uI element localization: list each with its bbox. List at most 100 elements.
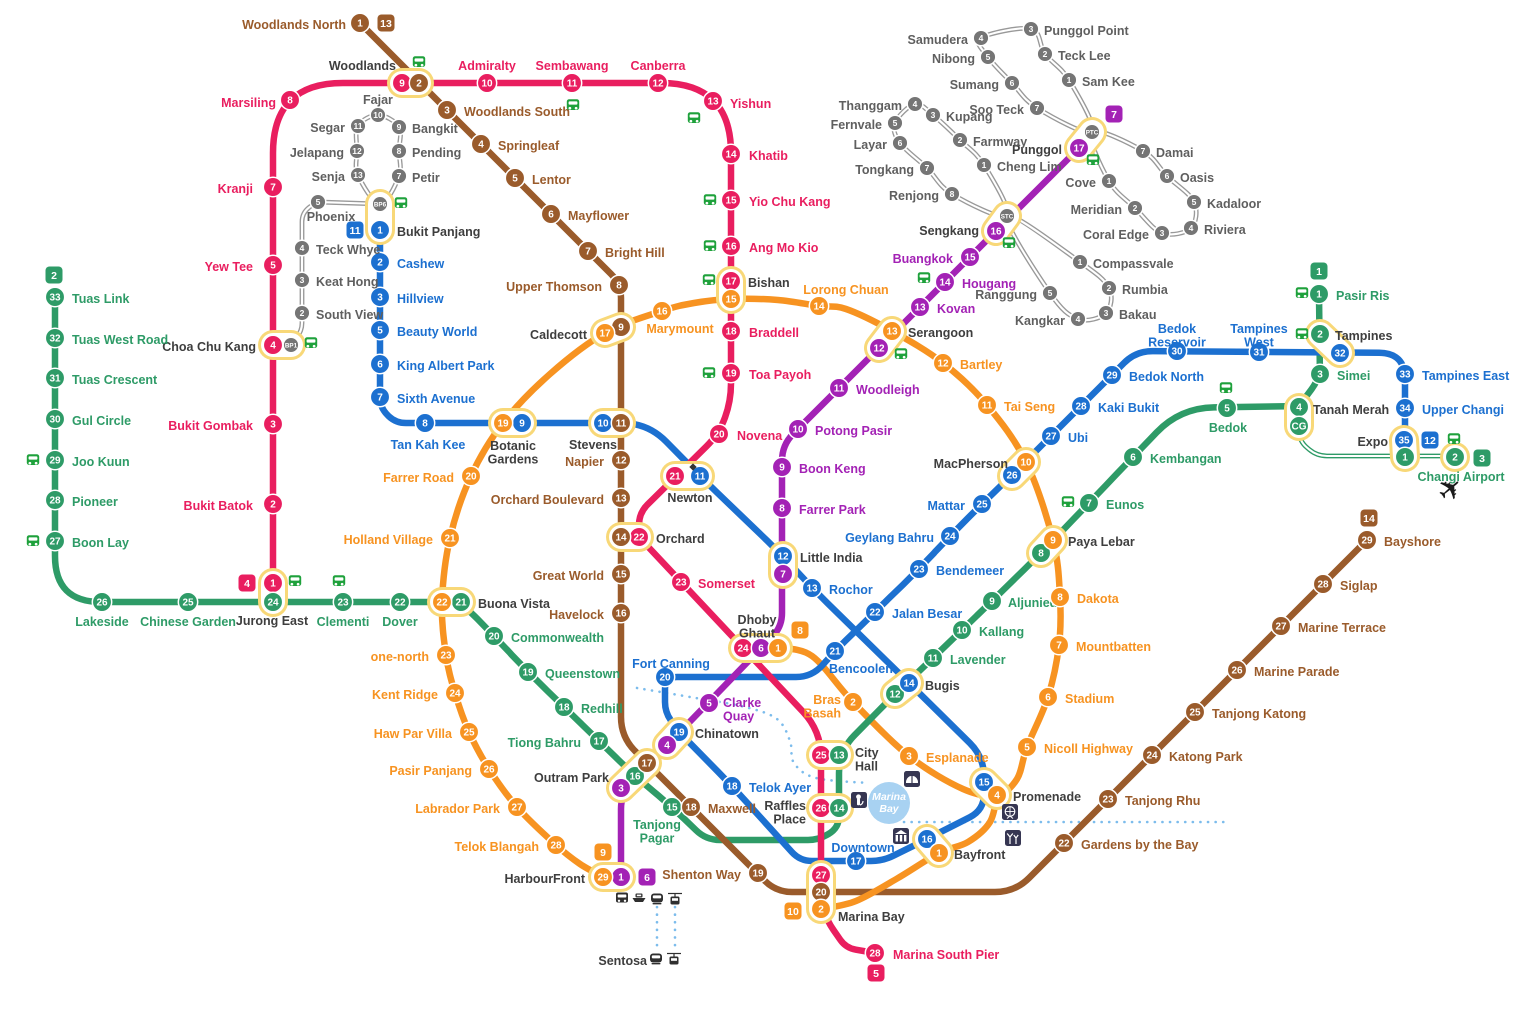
station-number-15-cc: 15 (725, 295, 737, 306)
bus-icon-part (1094, 161, 1098, 165)
bus-icon-part (711, 201, 715, 205)
station-label-marymount: Marymount (646, 322, 714, 336)
station-label-segar: Segar (310, 121, 345, 135)
bus-icon (687, 112, 701, 123)
station-number-harbourfront: 29 (597, 873, 609, 884)
station-number-marsiling: 8 (287, 96, 293, 107)
station-fajar (369, 106, 387, 124)
station-number-south-view: 2 (300, 308, 305, 318)
terminus-badge-1 (1310, 262, 1328, 280)
station-label-bright-hill: Bright Hill (605, 246, 665, 260)
station-number-riviera: 4 (1189, 223, 1194, 233)
station-layar (891, 134, 909, 152)
terminus-badge-12 (1421, 431, 1439, 449)
bus-icon-part (1221, 384, 1231, 388)
station-number-senja: 13 (353, 170, 363, 180)
station-label-tampines-east: Tampines East (1422, 369, 1510, 383)
station-label-soo-teck: Soo Teck (969, 103, 1024, 117)
station-sixth-avenue (369, 386, 391, 408)
station-number-kaki-bukit: 28 (1075, 402, 1087, 413)
bus-icon (1295, 328, 1309, 339)
bus-icon (894, 348, 908, 359)
bus-icon-part (1088, 161, 1092, 165)
station-14-dt (898, 672, 920, 694)
station-toa-payoh (720, 362, 742, 384)
station-renjong (943, 185, 961, 203)
station-sembawang (561, 72, 583, 94)
bus-icon-part (402, 204, 406, 208)
station-number-stadium: 6 (1045, 693, 1051, 704)
monorail-icon-part (652, 903, 662, 905)
station-label-bedok-reservoir: Bedok (1158, 322, 1196, 336)
station-number-pioneer: 28 (49, 496, 61, 507)
terminus-badge-8 (791, 621, 809, 639)
station-label-marina-south-pier: Marina South Pier (893, 948, 999, 962)
station-label-bishan: Bishan (748, 276, 790, 290)
station-number-bishan: 17 (725, 277, 737, 288)
station-label-caldecott: Caldecott (530, 328, 588, 342)
station-number-bedok-north: 29 (1106, 371, 1118, 382)
station-number-springleaf: 4 (478, 140, 484, 151)
station-orchard-boulevard (610, 487, 632, 509)
station-number-woodlands-south: 3 (444, 106, 450, 117)
station-number-yio-chu-kang: 15 (725, 196, 737, 207)
station-number-braddell: 18 (725, 327, 737, 338)
station-label-dakota: Dakota (1077, 592, 1120, 606)
station-number-admiralty: 10 (481, 79, 493, 90)
station-label-kembangan: Kembangan (1150, 452, 1222, 466)
station-label-city-hall: Hall (855, 760, 878, 774)
station-number-paya-lebar: 8 (1038, 549, 1044, 560)
station-bayfront (916, 828, 938, 850)
station-number-pasir-ris: 1 (1316, 290, 1322, 301)
bus-icon-part (1455, 440, 1459, 444)
station-haw-par-villa (458, 721, 480, 743)
station-rumbia (1100, 279, 1118, 297)
station-bencoolen (824, 640, 846, 662)
station-tanjong-katong (1184, 701, 1206, 723)
station-number-14-ew: 14 (833, 804, 845, 815)
station-number-tampines: 2 (1317, 330, 1323, 341)
museum-icon (893, 828, 909, 844)
bus-icon-part (28, 537, 38, 541)
station-number-cashew: 2 (377, 258, 383, 269)
station-label-kranji: Kranji (218, 182, 253, 196)
station-number-raffles-place: 26 (815, 804, 827, 815)
terminus-badge-number-1: 1 (1316, 266, 1322, 278)
station-number-tiong-bahru: 17 (593, 737, 605, 748)
station-label-springleaf: Springleaf (498, 139, 560, 153)
station-label-cashew: Cashew (397, 257, 445, 271)
station-number-20-te: 20 (815, 888, 827, 899)
station-number-jelapang: 12 (352, 146, 362, 156)
station-number-city-hall: 25 (815, 751, 827, 762)
station-number-sengkang: 16 (990, 227, 1002, 238)
bus-icon-part (695, 119, 699, 123)
bus-icon-part (919, 279, 923, 283)
station-number-katong-park: 24 (1146, 751, 1158, 762)
bus-icon-part (290, 582, 294, 586)
station-number-bright-hill: 7 (585, 247, 591, 258)
station-label-tan-kah-kee: Tan Kah Kee (391, 438, 466, 452)
station-label-simei: Simei (1337, 369, 1370, 383)
station-label-layar: Layar (854, 138, 887, 152)
station-paya-lebar (1030, 542, 1052, 564)
station-number-pasir-panjang: 26 (483, 765, 495, 776)
station-label-botanic-gardens: Botanic (490, 439, 536, 453)
station-label-buangkok: Buangkok (893, 252, 953, 266)
station-number-mountbatten: 7 (1056, 641, 1062, 652)
station-4-ne (656, 734, 678, 756)
station-marsiling (279, 89, 301, 111)
station-label-kaki-bukit: Kaki Bukit (1098, 401, 1160, 415)
station-ptc-lrt (1083, 123, 1101, 141)
bus-icon-part (1004, 244, 1008, 248)
bus-icon-part (896, 350, 906, 354)
station-label-marine-terrace: Marine Terrace (1298, 621, 1386, 635)
station-1-cc (767, 637, 789, 659)
station-label-samudera: Samudera (908, 33, 969, 47)
station-marymount (651, 300, 673, 322)
station-number-choa-chu-kang: 4 (270, 341, 276, 352)
bus-icon-part (1069, 503, 1073, 507)
station-number-kovan: 13 (914, 303, 926, 314)
station-number-jalan-besar: 22 (869, 608, 881, 619)
station-bp1-lrt (282, 336, 300, 354)
